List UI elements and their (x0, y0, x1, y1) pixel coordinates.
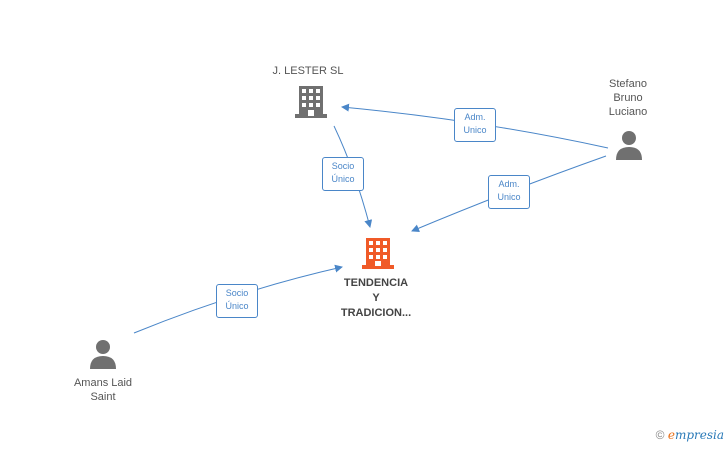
node-label-stefano[interactable]: Stefano Bruno Luciano (608, 78, 648, 118)
person-icon-amans[interactable] (90, 340, 116, 369)
node-label-lester[interactable]: J. LESTER SL (272, 65, 344, 77)
empresia-watermark: © empresia (656, 428, 724, 442)
edge-label-stefano-lester: Adm. Unico (454, 108, 496, 142)
edge-label-stefano-tendencia: Adm. Unico (488, 175, 530, 209)
copyright-icon: © (655, 428, 665, 442)
node-label-tendencia[interactable]: TENDENCIA Y TRADICION... (340, 277, 412, 319)
person-icon-stefano[interactable] (616, 131, 642, 160)
edge-label-amans-tendencia: Socio Único (216, 284, 258, 318)
brand-name: mpresia (674, 428, 724, 442)
main-company-building-icon[interactable] (362, 238, 394, 269)
brand-initial: e (667, 428, 675, 442)
company-building-icon[interactable] (295, 86, 327, 118)
node-label-amans[interactable]: Amans Laid Saint (73, 377, 133, 403)
edge-label-lester-tendencia: Socio Único (322, 157, 364, 191)
